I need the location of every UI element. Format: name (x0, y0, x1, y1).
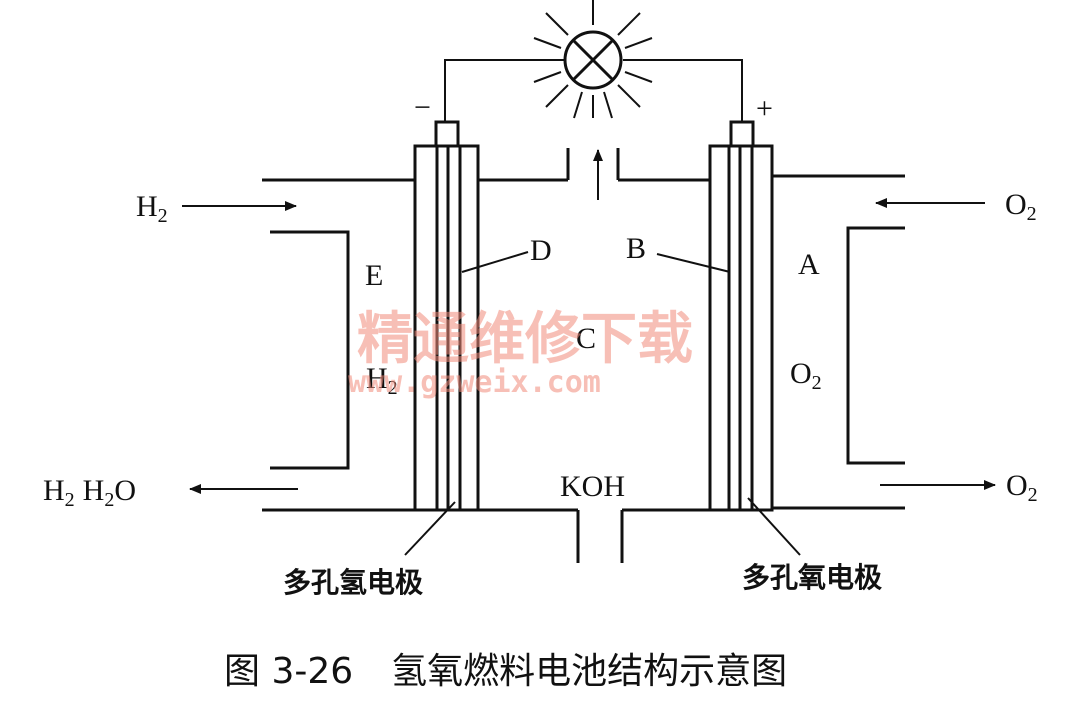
figure-caption: 图 3-26 氢氧燃料电池结构示意图 (224, 651, 787, 692)
positive-terminal (729, 120, 755, 148)
watermark: 精通维修下载 www.gzweix.com (348, 307, 693, 400)
label-c: C (576, 322, 596, 355)
o2-inlet-label: O2 (1005, 188, 1037, 225)
koh-label: KOH (560, 470, 625, 503)
h2-chamber-label: H2 (366, 362, 398, 399)
oxygen-electrode (708, 144, 774, 512)
plus-sign: + (756, 92, 773, 125)
external-circuit (444, 59, 743, 124)
negative-terminal (434, 120, 460, 148)
oxygen-electrode-label: 多孔氧电极 (742, 561, 882, 594)
label-b: B (626, 232, 646, 265)
h2-inlet-label: H2 (136, 190, 168, 227)
label-e: E (365, 259, 383, 292)
o2-chamber-label: O2 (790, 357, 822, 394)
svg-text:www.gzweix.com: www.gzweix.com (348, 365, 601, 400)
leader-lines (404, 251, 801, 556)
minus-sign: − (414, 91, 431, 124)
cell-body (262, 148, 905, 563)
svg-text:精通维修下载: 精通维修下载 (357, 307, 693, 372)
hydrogen-electrode-label: 多孔氢电极 (283, 566, 423, 599)
o2-outlet-label: O2 (1006, 469, 1038, 506)
lamp-icon (533, 0, 653, 119)
label-d: D (530, 234, 552, 267)
flow-arrows (182, 149, 996, 494)
label-a: A (798, 248, 820, 281)
